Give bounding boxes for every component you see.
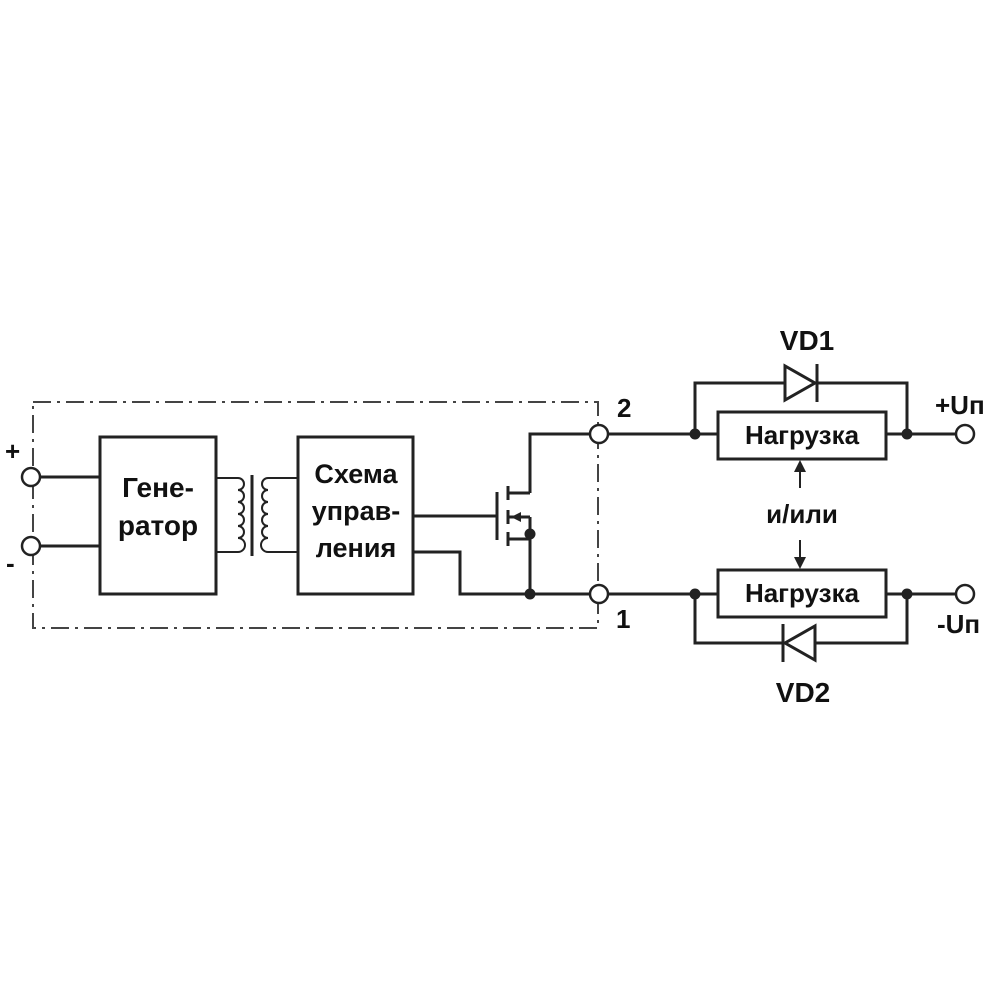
mosfet-switch (495, 432, 596, 600)
input-minus-label: - (6, 548, 15, 578)
control-circuit-block (296, 435, 415, 596)
output-plus-terminal (954, 423, 976, 445)
output-minus-label: -Uп (937, 609, 980, 639)
input-plus-terminal (20, 466, 42, 488)
module-boundary (32, 401, 599, 629)
transformer (216, 475, 298, 556)
control-label-line3: ления (316, 533, 396, 563)
load-top-label: Нагрузка (745, 420, 860, 450)
input-plus-label: + (5, 436, 20, 466)
input-minus-terminal (20, 535, 42, 557)
control-label-line1: Схема (314, 459, 398, 489)
source-wire (413, 550, 596, 596)
terminal-1-label: 1 (616, 604, 630, 634)
output-minus-terminal (954, 583, 976, 605)
and-or-connector (794, 460, 806, 569)
control-label-line2: управ- (312, 496, 400, 526)
and-or-label: и/или (766, 499, 838, 529)
diode-vd1-label: VD1 (780, 325, 834, 356)
terminal-2-label: 2 (617, 393, 631, 423)
terminal-1 (588, 583, 610, 605)
generator-label-line1: Гене- (122, 472, 194, 503)
diode-vd2 (781, 623, 817, 663)
generator-block (98, 435, 218, 596)
terminal-2 (588, 423, 610, 445)
diode-vd1 (783, 363, 819, 403)
diode-vd2-label: VD2 (776, 677, 830, 708)
generator-label-line2: ратор (118, 510, 198, 541)
load-bottom-block (716, 568, 888, 619)
output-plus-label: +Uп (935, 390, 985, 420)
load-bottom-label: Нагрузка (745, 578, 860, 608)
